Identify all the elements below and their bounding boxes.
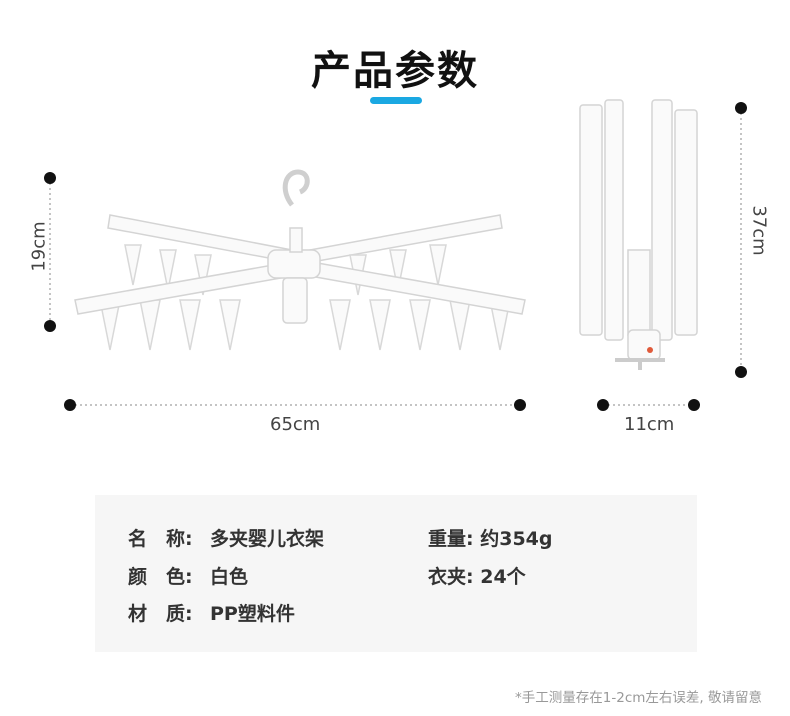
dimension-dots [44, 102, 747, 411]
open-width-label: 65cm [270, 414, 321, 435]
page-title: 产品参数 [311, 48, 479, 94]
spec-material: 材 质:PP塑料件 [128, 603, 295, 625]
spec-name: 名 称:多夹婴儿衣架 [128, 528, 325, 550]
spec-clips: 衣夹: 24个 [428, 566, 526, 588]
open-hanger-image [74, 169, 526, 351]
dimension-lines [49, 108, 742, 406]
title-accent-bar [370, 97, 422, 104]
folded-height-label: 37cm [748, 205, 770, 256]
measurement-note: *手工测量存在1-2cm左右误差, 敬请留意 [515, 690, 762, 706]
open-height-label: 19cm [28, 221, 50, 272]
folded-width-label: 11cm [624, 414, 675, 435]
spec-color: 颜 色:白色 [128, 566, 249, 588]
spec-table: 名 称:多夹婴儿衣架 颜 色:白色 材 质:PP塑料件 重量: 约354g 衣夹… [95, 495, 697, 652]
folded-hanger-image [579, 99, 698, 370]
spec-weight: 重量: 约354g [428, 528, 553, 550]
